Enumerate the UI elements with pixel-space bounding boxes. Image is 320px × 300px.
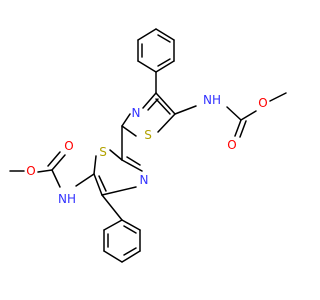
- bottom-ring-sulfur-label: S: [99, 145, 107, 159]
- top-nh-label: NH: [203, 93, 221, 107]
- top-thiazole-ring: [121, 92, 176, 137]
- bottom-ring-nitrogen-label: N: [140, 173, 149, 187]
- bottom-ester-oxygen-label: O: [26, 164, 35, 178]
- molecule-structure: N S NH O O S N NH O O: [9, 28, 287, 263]
- bottom-carbamate: [9, 151, 95, 188]
- bottom-thiazole-ring: [93, 149, 143, 196]
- top-carbonyl-oxygen-label: O: [227, 138, 236, 152]
- top-phenyl-ring: [137, 28, 175, 73]
- bottom-phenyl-link-bond: [101, 194, 123, 221]
- bottom-carbonyl-oxygen-label: O: [64, 139, 73, 153]
- bottom-phenyl-ring: [103, 219, 141, 263]
- top-carbamate: [174, 92, 287, 138]
- bottom-nh-label: NH: [58, 192, 76, 206]
- top-ring-sulfur-label: S: [144, 128, 152, 142]
- top-ring-nitrogen-label: N: [132, 106, 141, 120]
- top-ester-oxygen-label: O: [258, 96, 267, 110]
